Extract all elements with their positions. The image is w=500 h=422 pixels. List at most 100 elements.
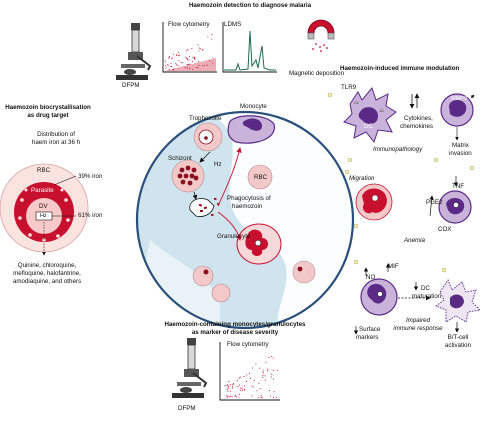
scatter-dot xyxy=(167,64,169,66)
scatter-dot xyxy=(238,393,241,395)
scatter-dot xyxy=(267,370,269,372)
microscope-icon-bottom xyxy=(172,338,208,398)
scatter-dot xyxy=(172,53,175,55)
scatter-dot xyxy=(249,377,252,380)
cytokines-line-2: chemokines xyxy=(400,123,434,130)
scatter-dot xyxy=(272,357,274,359)
scatter-dot xyxy=(170,65,172,68)
microscope-icon-top xyxy=(116,23,152,80)
scatter-dot xyxy=(276,369,278,371)
scatter-dot xyxy=(226,394,228,397)
scatter-dot xyxy=(229,390,231,392)
tlr9-label: TLR9 xyxy=(341,84,357,91)
scatter-dot xyxy=(249,372,251,374)
scatter-dot xyxy=(238,377,240,379)
scatter-dot xyxy=(272,370,274,372)
dv-label: DV xyxy=(39,203,48,210)
scatter-dot xyxy=(206,64,208,66)
scatter-dot xyxy=(177,65,179,67)
cytokines-line-1: Cytokines, xyxy=(404,115,433,122)
small-up-arrows xyxy=(353,263,419,335)
scatter-dot xyxy=(186,50,188,52)
scatter-dot xyxy=(187,48,189,51)
scatter-dot xyxy=(177,55,180,57)
scatter-dot xyxy=(239,389,242,391)
no-label: NO xyxy=(366,274,376,281)
phagocytosis-arrows xyxy=(192,147,242,241)
scatter-dot xyxy=(228,396,230,398)
scatter-dot xyxy=(186,64,188,66)
scatter-dot xyxy=(175,54,178,57)
scatter-dot xyxy=(251,385,253,387)
scatter-dot xyxy=(246,374,248,376)
scatter-dot xyxy=(187,63,190,65)
tnf-label: TNF xyxy=(452,183,465,190)
distribution-line-2: haem iron at 36 h xyxy=(31,139,81,146)
scatter-dot xyxy=(194,58,196,60)
scatter-dot xyxy=(262,375,264,377)
drugs-line-2: mefloquine, halofantrine, xyxy=(13,270,81,277)
rbc-label-center: RBC xyxy=(254,174,268,181)
impaired-line-1: Impaired xyxy=(405,317,431,324)
scatter-dot xyxy=(189,63,191,65)
scatter-dot xyxy=(231,395,233,398)
scatter-dot xyxy=(172,69,174,71)
scatter-dot xyxy=(265,361,267,363)
scatter-dot xyxy=(270,376,272,378)
phagocytosis-line-1: Phagocytosis of xyxy=(227,195,271,202)
monocyte-cell xyxy=(227,115,275,144)
scatter-dot xyxy=(189,68,191,70)
scatter-dot xyxy=(239,376,241,378)
scatter-dot xyxy=(235,396,237,398)
scatter-dot xyxy=(185,57,187,59)
scatter-dot xyxy=(198,50,200,52)
ldms-label: LDMS xyxy=(224,21,242,28)
scatter-dot xyxy=(193,56,195,58)
scatter-dot xyxy=(252,386,254,388)
scatter-dot xyxy=(237,385,239,388)
scatter-dot xyxy=(198,61,200,63)
parasite-label: Parasite xyxy=(31,187,54,194)
scatter-dot xyxy=(227,395,229,397)
scatter-dot xyxy=(192,68,194,70)
scatter-dot xyxy=(241,389,244,391)
scatter-dot xyxy=(229,395,232,397)
dfpm-label-bottom: DFPM xyxy=(178,405,196,412)
distribution-line-1: Distribution of xyxy=(37,131,75,138)
magnet-icon xyxy=(307,19,335,52)
scatter-dot xyxy=(255,363,257,365)
anemia-label: Anemia xyxy=(404,237,425,244)
dendritic-cell xyxy=(343,86,397,144)
scatter-dot xyxy=(258,382,260,384)
scatter-dot xyxy=(197,67,199,69)
scatter-dot xyxy=(188,59,190,61)
matrix-line-2: invasion xyxy=(449,150,472,157)
scatter-dot xyxy=(211,34,213,36)
scatter-dot xyxy=(234,394,236,396)
severity-title-1: Haemozoin-containing monocytes/granulocy… xyxy=(164,321,306,328)
detection-title: Haemozoin detection to diagnose malaria xyxy=(188,2,312,9)
flow-cytometry-label-bottom: Flow cytometry xyxy=(227,341,269,348)
scatter-dot xyxy=(195,67,197,69)
trophozoite-cell xyxy=(193,122,223,152)
granulocyte-label: Granulocyte xyxy=(217,233,251,240)
scatter-dot xyxy=(238,384,240,386)
scatter-dot xyxy=(171,66,173,68)
scatter-dot xyxy=(267,368,269,370)
scatter-dot xyxy=(210,38,212,40)
scatter-dot xyxy=(226,388,228,391)
scatter-dot xyxy=(177,51,179,53)
scatter-dot xyxy=(264,379,266,381)
scatter-dot xyxy=(232,383,235,385)
scatter-dot xyxy=(260,395,262,397)
mmp9-label: MMP9 xyxy=(451,96,468,102)
scatter-dot xyxy=(227,390,229,392)
scatter-dot xyxy=(191,48,193,50)
scatter-dot xyxy=(262,372,264,374)
scatter-dot xyxy=(201,49,203,51)
dv-iron-label: 61% iron xyxy=(78,212,103,219)
scatter-dot xyxy=(191,60,193,62)
scatter-dot xyxy=(168,69,170,71)
scatter-dot xyxy=(172,57,174,59)
